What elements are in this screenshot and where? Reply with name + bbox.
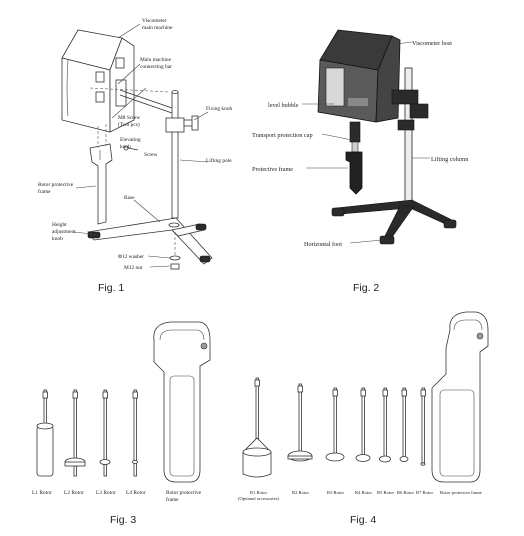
fig4-r5-rotor [379, 387, 391, 463]
fig2-label-lifting-column: Lifting column [431, 156, 468, 163]
fig1-label-base: Base [124, 195, 135, 201]
fig1-rotor-protective-frame [89, 143, 113, 225]
fig4-label-r4: R4 Rotor [355, 490, 372, 495]
fig1-label-connecting-bar-2: connecting bar [140, 64, 172, 70]
fig4-r6-rotor [399, 387, 409, 462]
fig2-label-level-bubble: level bubble [268, 102, 299, 109]
fig2-label-transport-cap: Transport protection cap [252, 132, 313, 139]
fig4-label-frame: Rotor protective frame [440, 490, 482, 495]
fig1-label-lifting-pole: Lifting pole [206, 157, 232, 164]
fig3-label-l2: L2 Rotor [64, 490, 84, 496]
fig4-rotor-protective-frame [431, 311, 489, 483]
fig1-screw [127, 147, 139, 151]
fig2-viscometer-host [317, 29, 401, 123]
fig3-l4-rotor [132, 389, 138, 477]
fig3-l2-rotor [64, 389, 86, 477]
fig1-label-main-machine-1: Viscometer [142, 18, 167, 24]
fig1-label-elevating-knob-1: Elevating [120, 137, 141, 143]
fig1-label-washer: Φ12 washer [118, 254, 144, 260]
fig3-label-l3: L3 Rotor [96, 490, 116, 496]
fig1-label-m8-screw-2: (Two pcs) [118, 121, 140, 128]
fig1-label-height-knob-2: adjustment [52, 229, 76, 235]
fig2-caption: Fig. 2 [353, 282, 379, 294]
fig1-label-connecting-bar-1: Main machine [140, 57, 172, 63]
fig2-lifting-column [404, 67, 413, 209]
fig1-label-elevating-knob-2: knob [120, 144, 131, 150]
fig1-nut [170, 263, 180, 270]
fig4-r2-rotor [287, 383, 313, 462]
fig4-label-r2: R2 Rotor [292, 490, 309, 495]
fig2-horizontal-foot [379, 235, 395, 245]
fig1-label-nut: M12 nut [124, 265, 143, 271]
fig3-l1-rotor [36, 389, 54, 477]
fig1-exploded-assembly: Viscometer main machine Main machine con… [38, 18, 233, 294]
fig1-label-height-knob-3: knob [52, 236, 63, 242]
fig2-label-protective-frame: Protective frame [252, 166, 293, 173]
fig4-r4-rotor [355, 387, 371, 462]
fig3-caption: Fig. 3 [110, 514, 136, 526]
fig1-label-fixing-knob: Fixing knob [206, 106, 233, 112]
fig1-label-m8-screw-1: M8 Screw [118, 115, 140, 121]
fig1-base [87, 217, 213, 265]
fig1-label-rotor-frame-2: frame [38, 188, 51, 195]
fig3-label-frame-2: frame [166, 496, 179, 503]
fig4-label-r3: R3 Rotor [327, 490, 344, 495]
fig1-connecting-bar [119, 89, 173, 109]
fig4-r1-rotor [242, 377, 272, 478]
fig1-label-rotor-frame-1: Rotor protective [38, 182, 74, 188]
fig2-label-horizontal-foot: Horizontal foot [304, 241, 342, 248]
fig4-label-r6: R6 Rotor [397, 490, 414, 495]
fig4-r-rotors: R1 Rotor (Optional accessories) R2 Rotor… [238, 311, 489, 526]
fig4-label-r7: R7 Rotor [416, 490, 433, 495]
fig1-label-main-machine-2: main machine [142, 25, 173, 31]
fig2-assembled-viscometer: Viscometer host level bubble Transport p… [252, 29, 468, 294]
fig4-label-r1-optional: (Optional accessories) [238, 496, 279, 501]
fig1-washer [169, 255, 181, 261]
fig1-main-machine [61, 29, 135, 133]
fig1-label-screw: Screw [144, 152, 158, 158]
fig3-l3-rotor [99, 389, 111, 477]
fig3-label-frame-1: Rotor protective [166, 490, 202, 496]
fig2-label-viscometer-host: Viscometer host [412, 40, 452, 47]
fig4-label-r1: R1 Rotor [250, 490, 267, 495]
fig1-label-height-knob-1: Height [52, 222, 67, 228]
fig1-lifting-pole [165, 90, 199, 219]
fig1-caption: Fig. 1 [98, 282, 124, 294]
fig3-label-l1: L1 Rotor [32, 490, 52, 496]
fig4-r3-rotor [325, 387, 345, 462]
fig3-rotor-protective-frame [153, 321, 211, 483]
fig4-label-r5: R5 Rotor [377, 490, 394, 495]
fig4-r7-rotor [420, 387, 426, 466]
fig3-l-rotors: L1 Rotor L2 Rotor L3 Rotor L4 Rotor Roto… [32, 321, 211, 526]
fig4-caption: Fig. 4 [350, 514, 376, 526]
fig3-label-l4: L4 Rotor [126, 490, 146, 496]
fig2-base [331, 199, 457, 245]
